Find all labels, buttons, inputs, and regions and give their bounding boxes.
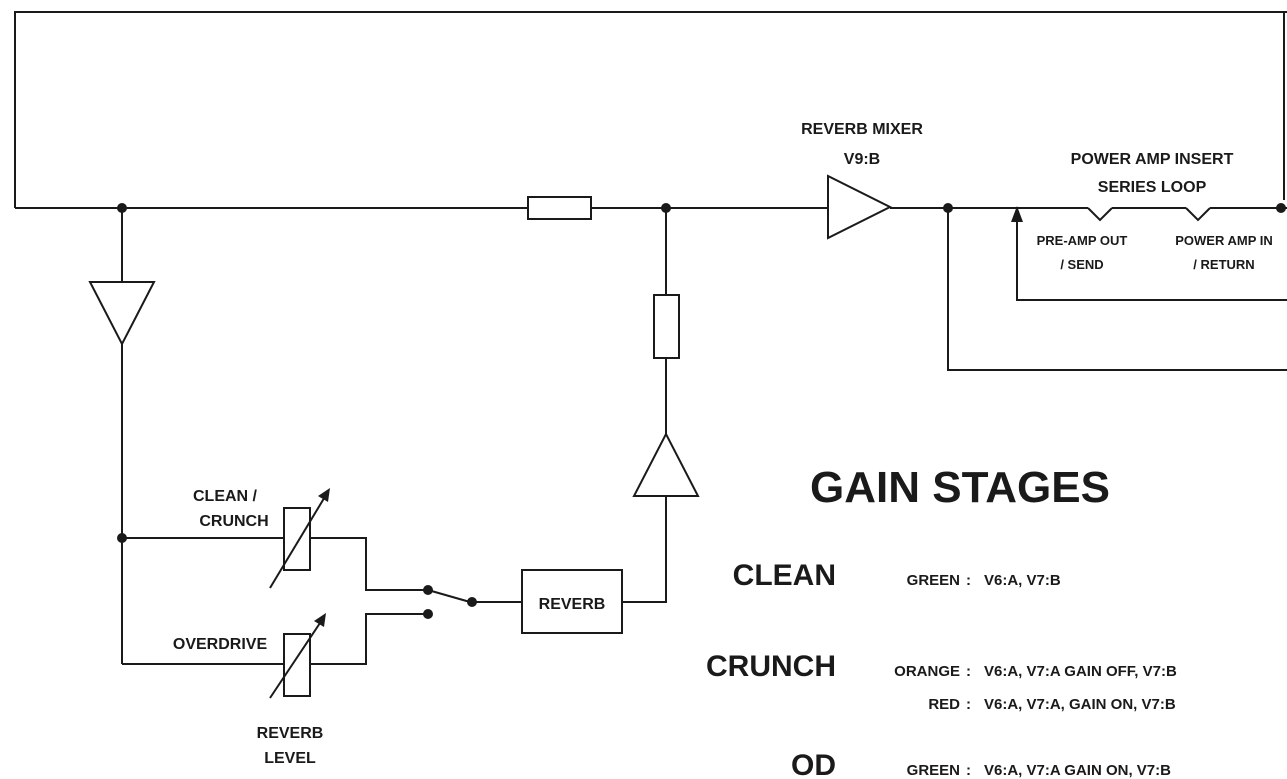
left-signal-path — [88, 208, 284, 665]
od-sep: : — [966, 762, 971, 779]
insert-loop-label-2: SERIES LOOP — [1098, 179, 1207, 196]
reverb-box-label: REVERB — [539, 596, 606, 613]
clean-crunch-label-2: CRUNCH — [199, 513, 268, 530]
reverb-level-label-2: LEVEL — [264, 750, 316, 767]
crunch-sep-2: : — [966, 696, 971, 713]
preamp-out-label-1: PRE-AMP OUT — [1037, 233, 1128, 248]
insert-loop-label-1: POWER AMP INSERT — [1071, 151, 1234, 168]
od-color: GREEN — [907, 762, 960, 779]
reverb-recovery-amplifier — [632, 431, 700, 497]
junction-dots — [117, 203, 1286, 619]
clean-sep: : — [966, 572, 971, 589]
reverb-resistor — [653, 294, 680, 359]
series-resistor — [527, 196, 592, 220]
reverb-return-path — [622, 208, 700, 603]
reverb-mixer-label: REVERB MIXER — [801, 121, 923, 138]
mode-name-crunch: CRUNCH — [706, 650, 836, 683]
preamp-out-label-2: / SEND — [1060, 257, 1103, 272]
poweramp-in-label-1: POWER AMP IN — [1175, 233, 1273, 248]
gain-stages-title: GAIN STAGES — [810, 463, 1110, 512]
crunch-sep-1: : — [966, 663, 971, 680]
clean-crunch-label-1: CLEAN / — [193, 488, 258, 505]
crunch-tubes-1: V6:A, V7:A GAIN OFF, V7:B — [984, 663, 1177, 680]
input-buffer-amplifier — [88, 281, 156, 347]
reverb-level-label-1: REVERB — [257, 725, 324, 742]
reverb-mixer-amplifier — [827, 174, 893, 240]
crunch-color-1: ORANGE — [894, 663, 960, 680]
outer-loop-wire — [14, 11, 1287, 208]
clean-color: GREEN — [907, 572, 960, 589]
overdrive-label: OVERDRIVE — [173, 636, 268, 653]
crunch-color-2: RED — [928, 696, 960, 713]
overdrive-reverb-pot — [269, 613, 428, 699]
insert-loop-wiring — [947, 206, 1287, 371]
od-tubes: V6:A, V7:A GAIN ON, V7:B — [984, 762, 1171, 779]
mode-name-clean: CLEAN — [733, 559, 836, 592]
clean-tubes: V6:A, V7:B — [984, 572, 1061, 589]
crunch-tubes-2: V6:A, V7:A, GAIN ON, V7:B — [984, 696, 1176, 713]
mode-name-od: OD — [791, 749, 836, 779]
poweramp-in-label-2: / RETURN — [1193, 257, 1254, 272]
clean-crunch-reverb-pot — [269, 488, 428, 591]
reverb-box — [521, 569, 623, 634]
v9b-label: V9:B — [844, 151, 880, 168]
channel-switch — [427, 589, 522, 603]
